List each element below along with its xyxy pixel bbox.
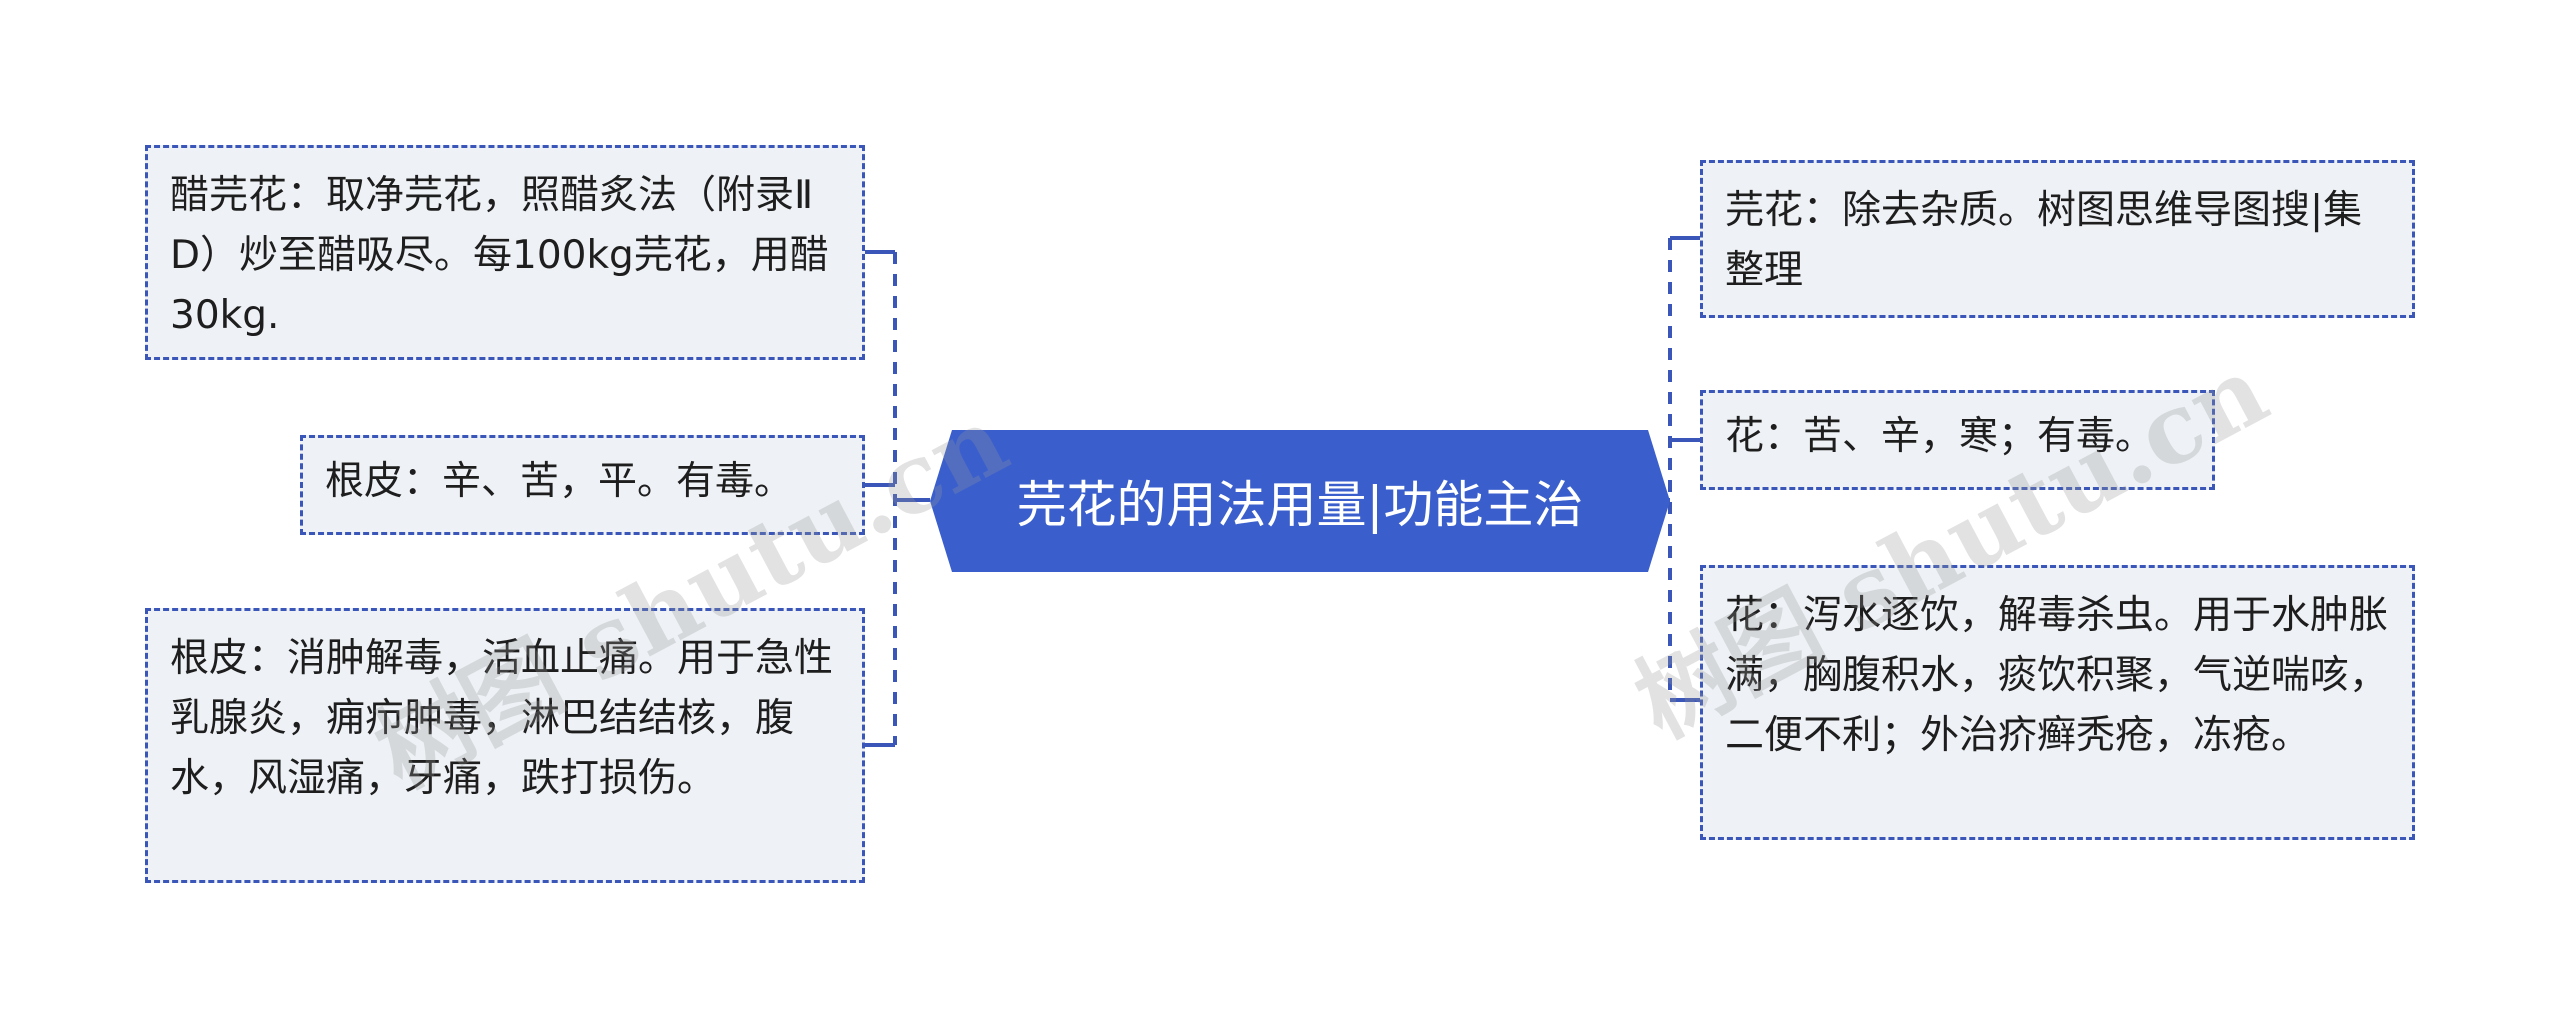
right-node-2[interactable]: 花：苦、辛，寒；有毒。 xyxy=(1700,390,2215,490)
left-node-2[interactable]: 根皮：辛、苦，平。有毒。 xyxy=(300,435,865,535)
root-node[interactable]: 芫花的用法用量|功能主治 xyxy=(930,430,1670,572)
root-label: 芫花的用法用量|功能主治 xyxy=(1016,476,1584,534)
right-node-3[interactable]: 花：泻水逐饮，解毒杀虫。用于水肿胀满，胸腹积水，痰饮积聚，气逆喘咳，二便不利；外… xyxy=(1700,565,2415,840)
left-node-1[interactable]: 醋芫花：取净芫花，照醋炙法（附录Ⅱ D）炒至醋吸尽。每100kg芫花，用醋30k… xyxy=(145,145,865,360)
right-node-1[interactable]: 芫花：除去杂质。树图思维导图搜|集整理 xyxy=(1700,160,2415,318)
root-shape xyxy=(930,430,1670,572)
left-node-3[interactable]: 根皮：消肿解毒，活血止痛。用于急性乳腺炎，痈疖肿毒，淋巴结结核，腹水，风湿痛，牙… xyxy=(145,608,865,883)
